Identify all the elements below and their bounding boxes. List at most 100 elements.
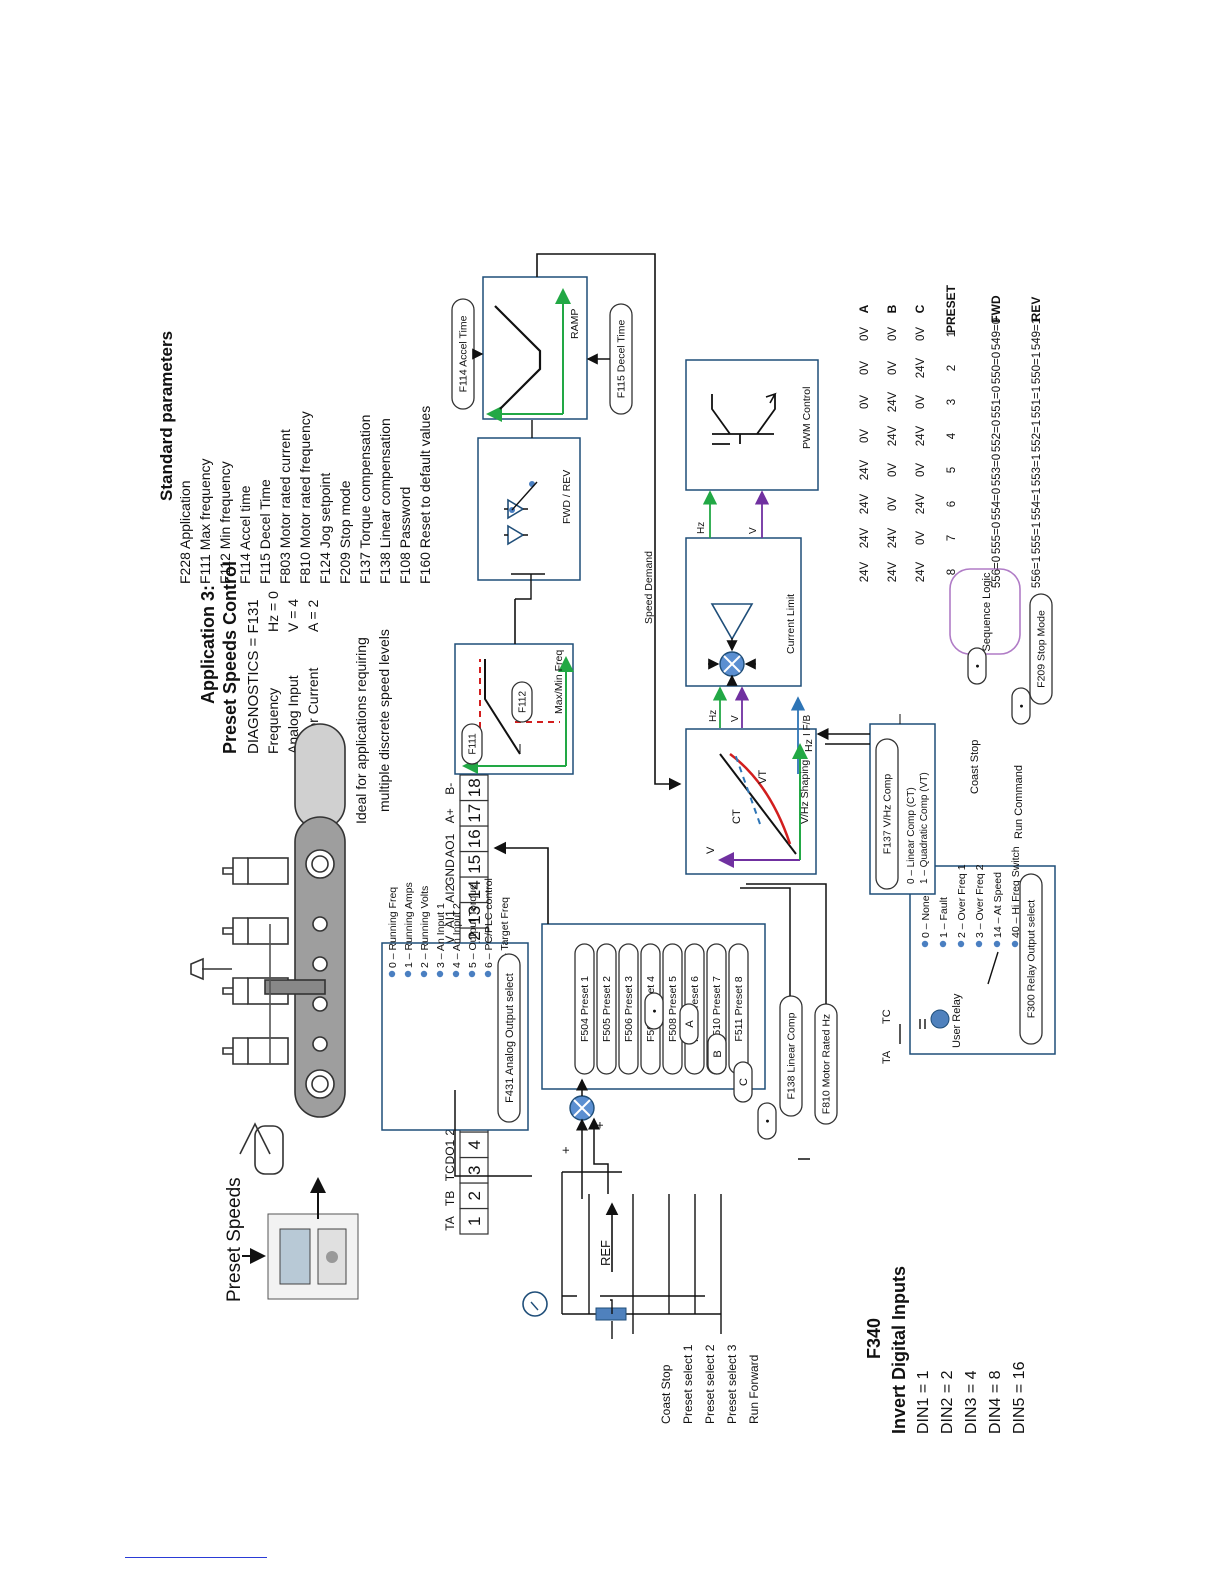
footnote-rule	[125, 1557, 267, 1558]
fwdrev-label: FWD / REV	[561, 470, 573, 524]
input-label: Coast Stop	[659, 1364, 673, 1424]
table-cell: 24V	[915, 425, 927, 446]
terminal-number: 1	[465, 1217, 484, 1226]
table-cell: 550=0	[991, 352, 1003, 384]
preset-pill: F508 Preset 5	[667, 976, 679, 1042]
table-cell: 556=1	[1031, 556, 1043, 588]
ramp-label: RAMP	[569, 309, 581, 339]
f111-pill-outline	[461, 723, 483, 765]
preset-pill-outline	[574, 943, 595, 1075]
relay-param-pill: F300 Relay Output select	[1026, 900, 1038, 1019]
run-tag-outline	[1011, 687, 1031, 725]
relay-option: 1 – Fault	[938, 897, 950, 938]
ao-option: 0 – Running Freq	[387, 887, 399, 968]
f209-pill: F209 Stop Mode	[1036, 610, 1048, 688]
ao-option-dot	[468, 970, 476, 978]
diag-analog-label: Analog Input	[285, 675, 301, 754]
terminal-label: AI2	[443, 884, 457, 902]
table-cell: 24V	[915, 561, 927, 582]
f137-pill-outline	[875, 738, 899, 890]
v-in-label: V	[730, 715, 741, 722]
vhz-vt-label: VT	[757, 770, 769, 784]
invert-item: DIN1 = 1	[915, 1370, 932, 1434]
current-label: Current Limit	[785, 594, 797, 654]
relay-tc-label: TC	[881, 1009, 893, 1024]
standard-param-item: F803 Motor rated current	[277, 429, 293, 584]
diag-current-value: A = 2	[305, 599, 321, 632]
invert-code: F340	[864, 1318, 884, 1359]
f137-option: 1 – Quadratic Comp (VT)	[919, 772, 930, 884]
digital-input-tags: •ABC•	[644, 992, 777, 1140]
table-cell: 555=1	[1031, 522, 1043, 554]
table-cell: 0V	[859, 361, 871, 375]
table-cell: 24V	[887, 527, 899, 548]
standard-param-item: F112 Min frequency	[217, 461, 233, 584]
table-cell: 551=1	[1031, 386, 1043, 418]
relay-option-dot	[939, 940, 947, 948]
preset-pill: F510 Preset 7	[711, 976, 723, 1042]
ao-param: F431 Analog Output select	[504, 973, 516, 1103]
f209-pill-outline	[1029, 593, 1053, 705]
table-cell: 0V	[887, 497, 899, 511]
table-cell: 8	[946, 569, 958, 575]
input-wiring	[561, 1171, 722, 1334]
table-header: C	[913, 304, 927, 313]
standard-param-item: F228 Application	[177, 480, 193, 584]
relay-param-pill-outline	[1019, 873, 1043, 1045]
signal-arrows	[702, 490, 806, 774]
coast-stop-label: Coast Stop	[969, 740, 981, 794]
table-cell: 549=0	[991, 318, 1003, 350]
vhz-label: V/Hz Shaping	[799, 760, 811, 824]
vhz-v-label: V	[705, 846, 717, 854]
terminal-number: 4	[465, 1140, 484, 1149]
app-title-1: Application 3:	[198, 585, 218, 704]
standard-param-item: F160 Reset to default values	[417, 406, 433, 584]
ao-option: 6 – PC/PLC control	[483, 878, 495, 968]
ao-option: 7 – Target Freq	[499, 897, 511, 968]
di2-tag-outline	[733, 1061, 753, 1103]
ao-option: 2 – Running Volts	[419, 886, 431, 968]
terminal-label: TB	[443, 1191, 457, 1206]
input-label: Preset select 2	[703, 1344, 717, 1424]
diagnostics-label: DIAGNOSTICS = F131	[245, 599, 262, 754]
table-cell: 554=1	[1031, 488, 1043, 520]
input-label: Preset select 1	[681, 1344, 695, 1424]
ref-label: REF	[598, 1240, 613, 1266]
f115-pill: F115 Decel Time	[616, 320, 628, 399]
f138-pill-outline	[779, 995, 803, 1117]
table-cell: 556=0	[991, 556, 1003, 588]
table-cell: 0V	[859, 395, 871, 409]
terminal-number: 17	[465, 804, 484, 823]
standard-param-item: F115 Decel Time	[257, 479, 273, 584]
table-cell: 24V	[915, 357, 927, 378]
application-info: Application 3: Preset Speeds Control DIA…	[198, 561, 392, 824]
terminal-label: A+	[443, 808, 457, 823]
preset-pill: F504 Preset 1	[579, 976, 591, 1042]
relay-option-dot	[975, 940, 983, 948]
relay-option: 3 – Over Freq 2	[974, 864, 986, 938]
table-cell: 553=0	[991, 454, 1003, 486]
sequence-logic-label: Sequence Logic	[981, 572, 993, 651]
ao1-wire	[454, 1090, 532, 1177]
di1-tag: •	[762, 1119, 774, 1123]
f114-pill: F114 Accel Time	[458, 315, 470, 392]
standard-parameters-title: Standard parameters	[157, 331, 176, 501]
table-cell: 2	[946, 365, 958, 371]
f137-pill: F137 V/Hz Comp	[882, 774, 894, 855]
analog-meter-icon	[522, 1291, 548, 1317]
table-cell: 553=1	[1031, 454, 1043, 486]
terminal-label: B-	[443, 783, 457, 795]
table-header: REV	[1029, 297, 1043, 322]
standard-param-item: F114 Accel time	[237, 485, 253, 584]
standard-param-item: F138 Linear compensation	[377, 418, 393, 584]
terminal-number: 16	[465, 829, 484, 848]
compensation-wires	[798, 1158, 810, 1160]
ao-option: 5 – Output Torque	[467, 884, 479, 968]
ao-option: 1 – Running Amps	[403, 882, 415, 968]
table-cell: 0V	[915, 463, 927, 477]
table-cell: 24V	[859, 561, 871, 582]
